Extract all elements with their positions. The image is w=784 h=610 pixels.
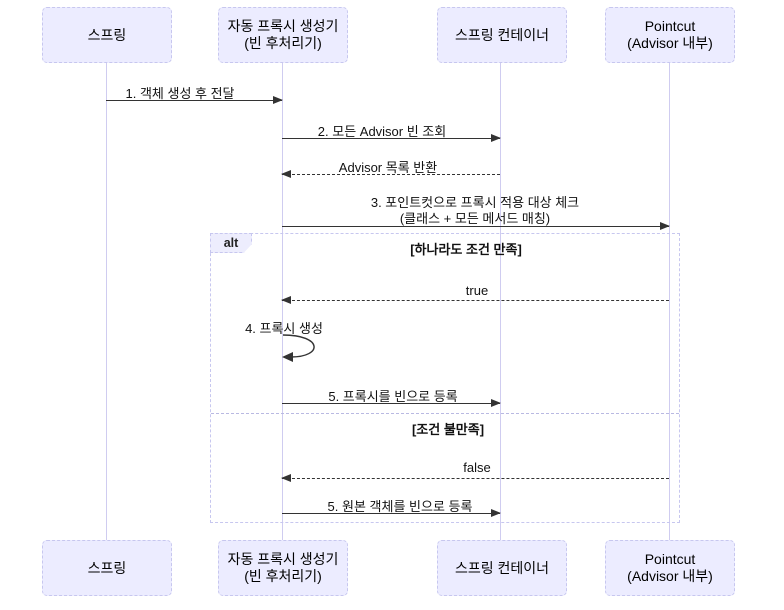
message-6-label: 5. 원본 객체를 빈으로 등록 (327, 499, 473, 514)
participant-sublabel: (빈 후처리기) (244, 35, 322, 51)
participant-pointcut-bottom: Pointcut (Advisor 내부) (605, 540, 735, 596)
alt-condition-1: [하나라도 조건 만족] (410, 242, 522, 257)
participant-label: 자동 프록시 생성기 (227, 18, 339, 34)
arrowhead-right-icon (491, 134, 501, 142)
alt-condition-2: [조건 불만족] (411, 422, 485, 437)
message-1-label: 1. 객체 생성 후 전달 (125, 86, 235, 101)
message-1-arrow (106, 96, 283, 104)
arrowhead-right-icon (273, 96, 283, 104)
reply-true-arrow (281, 296, 669, 304)
message-2-arrow (282, 134, 501, 142)
participant-label: Pointcut (644, 18, 696, 34)
arrowhead-right-icon (491, 509, 501, 517)
arrowhead-right-icon (660, 222, 670, 230)
participant-label: 스프링 컨테이너 (454, 26, 550, 43)
message-5-label: 5. 프록시를 빈으로 등록 (328, 389, 458, 404)
reply-advisor-list-label: Advisor 목록 반환 (338, 160, 438, 175)
reply-advisor-list-arrow (281, 170, 500, 178)
alt-frame: alt (210, 233, 680, 523)
participant-label: 자동 프록시 생성기 (227, 551, 339, 567)
lifeline-spring (106, 60, 107, 542)
message-4-label: 4. 프록시 생성 (245, 321, 323, 336)
arrowhead-left-icon (281, 296, 291, 304)
participant-sublabel: (Advisor 내부) (627, 568, 713, 584)
lifeline-pointcut (669, 60, 670, 542)
participant-label: 스프링 (87, 559, 127, 576)
message-3-arrow (282, 222, 670, 230)
message-3-label-line1: 3. 포인트컷으로 프록시 적용 대상 체크 (370, 195, 580, 210)
reply-false-arrow (281, 474, 669, 482)
message-5-arrow (282, 399, 501, 407)
message-3-label-line2: (클래스 + 모든 메서드 매칭) (399, 211, 551, 226)
participant-spring-top: 스프링 (42, 7, 172, 63)
lifeline-spring-container (500, 60, 501, 542)
participant-autoproxy-creator-bottom: 자동 프록시 생성기 (빈 후처리기) (218, 540, 348, 596)
participant-sublabel: (Advisor 내부) (627, 35, 713, 51)
reply-false-label: false (463, 460, 491, 475)
participant-label: 스프링 컨테이너 (454, 559, 550, 576)
participant-label: 스프링 (87, 26, 127, 43)
participant-spring-container-bottom: 스프링 컨테이너 (437, 540, 567, 596)
reply-true-label: true (465, 283, 489, 298)
arrowhead-right-icon (491, 399, 501, 407)
participant-spring-container-top: 스프링 컨테이너 (437, 7, 567, 63)
participant-sublabel: (빈 후처리기) (244, 568, 322, 584)
participant-label: Pointcut (644, 551, 696, 567)
participant-autoproxy-creator-top: 자동 프록시 생성기 (빈 후처리기) (218, 7, 348, 63)
message-6-arrow (282, 509, 501, 517)
arrowhead-left-icon (281, 170, 291, 178)
self-loop-arrow (282, 334, 315, 362)
message-2-label: 2. 모든 Advisor 빈 조회 (317, 124, 447, 139)
participant-spring-bottom: 스프링 (42, 540, 172, 596)
alt-frame-label: alt (210, 233, 252, 253)
alt-divider (211, 413, 679, 414)
arrowhead-left-icon (281, 474, 291, 482)
participant-pointcut-top: Pointcut (Advisor 내부) (605, 7, 735, 63)
